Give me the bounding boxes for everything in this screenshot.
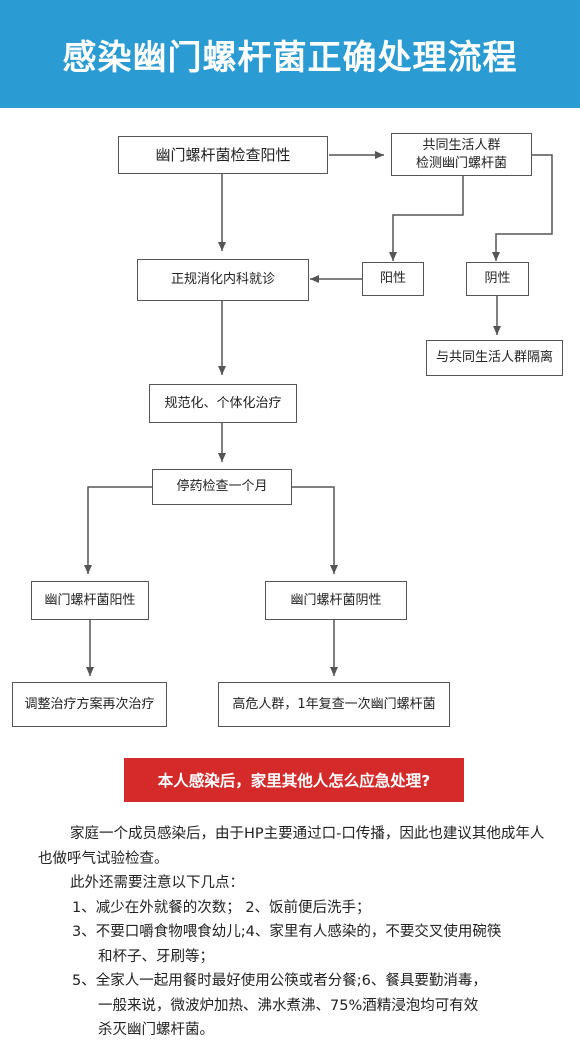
node-isolate-label: 与共同生活人群隔离	[435, 350, 553, 366]
node-high-risk: 高危人群，1年复查一次幽门螺杆菌	[218, 682, 450, 727]
node-cohab-positive: 阳性	[362, 262, 424, 296]
question-banner: 本人感染后，家里其他人怎么应急处理?	[124, 758, 464, 802]
arrow-to-result-negative	[292, 486, 338, 574]
flowchart: 幽门螺杆菌检查阳性 共同生活人群 检测幽门螺杆菌 正规消化内科就诊 阳性 阴性 …	[0, 108, 580, 748]
notes-item-continued: 和杯子、牙刷等；	[98, 948, 214, 965]
notes-item: 3、不要口嚼食物喂食幼儿;4、家里有人感染的，不要交叉使用碗筷	[72, 924, 502, 940]
node-isolate: 与共同生活人群隔离	[426, 340, 563, 376]
notes-item: 5、全家人一起用餐时最好使用公筷或者分餐;6、餐具要勤消毒，	[72, 973, 487, 989]
node-positive-test: 幽门螺杆菌检查阳性	[118, 136, 328, 174]
node-positive-test-label: 幽门螺杆菌检查阳性	[155, 145, 291, 164]
arrow-to-cohab-positive	[389, 176, 464, 261]
node-result-negative-label: 幽门螺杆菌阴性	[290, 592, 382, 608]
node-high-risk-label: 高危人群，1年复查一次幽门螺杆菌	[232, 696, 436, 712]
page-title: 感染幽门螺杆菌正确处理流程	[62, 37, 518, 78]
node-treatment-label: 规范化、个体化治疗	[164, 395, 282, 411]
node-cohab-negative: 阴性	[466, 262, 529, 296]
notes-item-continued: 一般来说，微波炉加热、沸水煮沸、75%酒精浸泡均可有效	[98, 997, 479, 1014]
arrow-to-cohab-negative	[492, 154, 553, 261]
node-cohabitants-test: 共同生活人群 检测幽门螺杆菌	[391, 133, 532, 176]
node-stop-check: 停药检查一个月	[152, 469, 292, 505]
node-cohab-positive-label: 阳性	[379, 271, 406, 287]
flowchart-connectors	[84, 151, 553, 676]
node-retreat-label: 调整治疗方案再次治疗	[24, 696, 155, 712]
node-cohabitants-line-2: 检测幽门螺杆菌	[415, 155, 507, 171]
notes-also: 此外还需要注意以下几点：	[70, 875, 244, 891]
arrow-to-result-positive	[84, 486, 152, 574]
question-banner-text: 本人感染后，家里其他人怎么应急处理?	[157, 772, 431, 790]
node-gastro-visit: 正规消化内科就诊	[137, 259, 309, 301]
notes-item-continued: 杀灭幽门螺杆菌。	[98, 1022, 214, 1038]
node-stop-check-label: 停药检查一个月	[176, 479, 268, 495]
node-result-positive: 幽门螺杆菌阳性	[31, 581, 149, 620]
notes-intro: 家庭一个成员感染后，由于HP主要通过口-口传播，因此也建议其他成年人也做呼气试验…	[38, 826, 545, 867]
node-cohabitants-line-1: 共同生活人群	[422, 137, 501, 153]
node-cohab-negative-label: 阴性	[484, 271, 511, 287]
node-result-positive-label: 幽门螺杆菌阳性	[44, 592, 136, 608]
node-result-negative: 幽门螺杆菌阴性	[265, 581, 407, 620]
node-gastro-visit-label: 正规消化内科就诊	[170, 272, 275, 288]
node-retreat: 调整治疗方案再次治疗	[12, 682, 167, 727]
node-treatment: 规范化、个体化治疗	[149, 384, 297, 423]
notes-item: 1、减少在外就餐的次数； 2、饭前便后洗手；	[72, 899, 371, 916]
header-banner: 感染幽门螺杆菌正确处理流程	[0, 0, 580, 108]
notes-section: 家庭一个成员感染后，由于HP主要通过口-口传播，因此也建议其他成年人也做呼气试验…	[38, 822, 558, 1043]
